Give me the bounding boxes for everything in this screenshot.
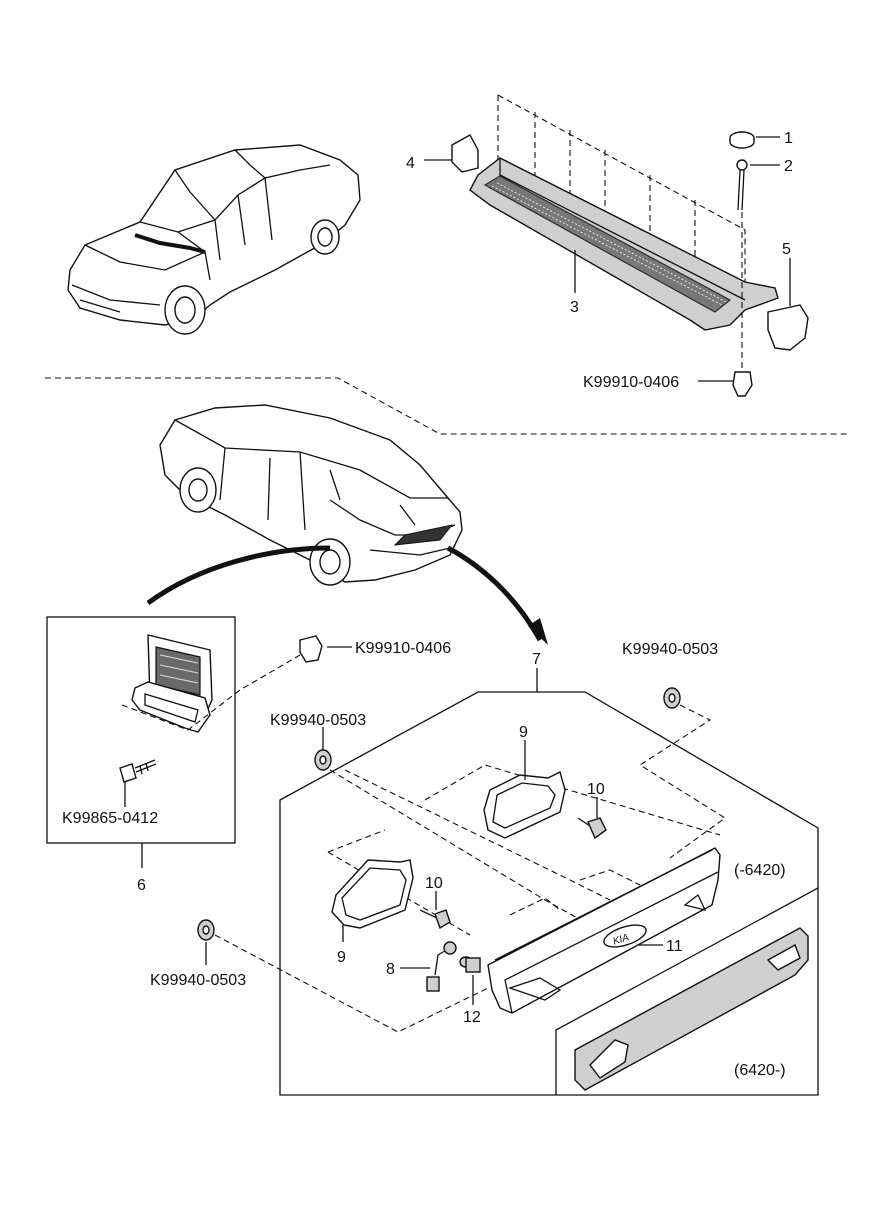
variant-label-before: (-6420): [734, 862, 786, 879]
callout-1: 1: [784, 130, 793, 147]
gasket-9-upper: [483, 770, 566, 839]
bulb-10-upper: [577, 817, 607, 840]
inset-parts: [119, 634, 323, 783]
callout-3: 3: [570, 299, 579, 316]
callout-6: 6: [137, 877, 146, 894]
part-5-shape: [767, 304, 809, 351]
variant-frame-6420: [555, 887, 819, 1095]
callout-2: 2: [784, 158, 793, 175]
top-leaders: [424, 136, 791, 382]
callout-4: 4: [406, 155, 415, 172]
callout-10-lower: 10: [425, 875, 443, 892]
detail-arrow-left: [146, 545, 331, 606]
callout-7: 7: [532, 651, 541, 668]
part-number-clip-top: K99910-0406: [583, 374, 679, 391]
inset-box-part-6: [46, 616, 236, 844]
sedan-rear-illustration: [159, 404, 463, 586]
part-number-nut-mid: K99940-0503: [270, 712, 366, 729]
clip-top-shape: [732, 371, 753, 397]
part-number-nut-right: K99940-0503: [622, 641, 718, 658]
gasket-9-lower: [331, 859, 414, 929]
callout-9-upper: 9: [519, 724, 528, 741]
garnish-panel-after-6420: [574, 927, 809, 1091]
variant-label-after: (6420-): [734, 1062, 786, 1079]
part-number-screw-inset: K99865-0412: [62, 810, 158, 827]
part-number-nut-left: K99940-0503: [150, 972, 246, 989]
sedan-front-illustration: [67, 144, 361, 335]
callout-10-upper: 10: [587, 781, 605, 798]
garnish-panel-before-6420: KIA: [487, 847, 721, 1014]
callout-9-lower: 9: [337, 949, 346, 966]
assembly-guides: [214, 704, 726, 1033]
part-number-clip-inset: K99910-0406: [355, 640, 451, 657]
detail-arrow-right: [446, 545, 543, 642]
emblem-text: KIA: [612, 932, 631, 948]
assembly-frame-7: [279, 691, 819, 1096]
callout-11: 11: [666, 938, 683, 955]
nut-left: [197, 919, 215, 941]
nut-right: [663, 687, 681, 709]
callout-5: 5: [782, 241, 791, 258]
part-4-shape: [451, 134, 479, 173]
section-divider: [45, 377, 850, 435]
harness-8: [426, 941, 457, 992]
callout-12: 12: [463, 1009, 481, 1026]
part-2-shape: [736, 159, 748, 171]
callout-8: 8: [386, 961, 395, 978]
bulb-10-lower: [419, 909, 451, 930]
grommet-12: [459, 956, 481, 973]
nut-mid: [314, 749, 332, 771]
cowl-top-cover-assembly: [451, 94, 809, 397]
assembly-leaders: [342, 740, 663, 1005]
